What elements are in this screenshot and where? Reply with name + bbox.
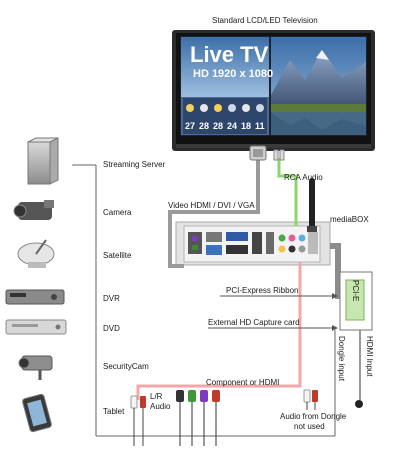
dongle-input-label: Dongle input <box>337 336 346 381</box>
mediabox-label: mediaBOX <box>330 215 369 224</box>
weather-number: 24 <box>227 121 237 131</box>
weather-number: 18 <box>241 121 251 131</box>
rca-connector-icon <box>273 149 285 161</box>
capture-card-label: External HD Capture card <box>208 318 300 327</box>
weather-number: 28 <box>199 121 209 131</box>
device-label-tablet: Tablet <box>103 407 125 416</box>
dvd-icon <box>5 319 67 335</box>
rca-audio-label: RCA Audio <box>284 173 323 182</box>
audio-dongle-label-line1: Audio from Dongle <box>280 412 347 421</box>
vga-connector-icon <box>249 145 267 161</box>
device-label-dvd: DVD <box>103 324 120 333</box>
component-label: Component or HDMI <box>206 378 280 387</box>
mediabox <box>175 221 331 266</box>
screen-subtitle: HD 1920 x 1080 <box>193 68 273 80</box>
device-label-satellite: Satellite <box>103 251 132 260</box>
tablet-icon <box>22 393 52 433</box>
video-hdmi-label: Video HDMI / DVI / VGA <box>168 201 255 210</box>
wifi-antenna-icon <box>307 178 317 232</box>
security-cam-icon <box>18 355 53 380</box>
pcie-label: PCI-E <box>351 280 360 302</box>
tv-caption: Standard LCD/LED Television <box>212 16 318 25</box>
screen-title: Live TV <box>190 42 269 67</box>
device-label-security-cam: SecurityCam <box>103 362 149 371</box>
device-label-streaming-server: Streaming Server <box>103 160 166 169</box>
television: Live TV HD 1920 x 1080 27 28 28 24 18 11 <box>172 30 375 151</box>
streaming-server-icon <box>27 137 59 185</box>
dvr-icon <box>5 289 65 305</box>
weather-number: 28 <box>213 121 223 131</box>
weather-icons <box>186 104 264 112</box>
lr-audio-label-line1: L/R <box>150 392 163 401</box>
hdmi-input-label: HDMI Input <box>365 336 374 377</box>
audio-dongle-label-line2: not used <box>294 422 325 431</box>
device-label-camera: Camera <box>103 208 132 217</box>
satellite-icon <box>17 239 55 268</box>
lr-audio-label-line2: Audio <box>150 402 171 411</box>
camera-icon <box>13 200 54 220</box>
pcie-card <box>339 271 373 331</box>
device-label-dvr: DVR <box>103 294 120 303</box>
weather-number: 27 <box>185 121 195 131</box>
component-plugs <box>130 389 363 446</box>
weather-numbers: 27 28 28 24 18 11 <box>185 121 265 131</box>
weather-number: 11 <box>255 121 265 131</box>
pci-express-label: PCI-Express Ribbon <box>226 286 299 295</box>
